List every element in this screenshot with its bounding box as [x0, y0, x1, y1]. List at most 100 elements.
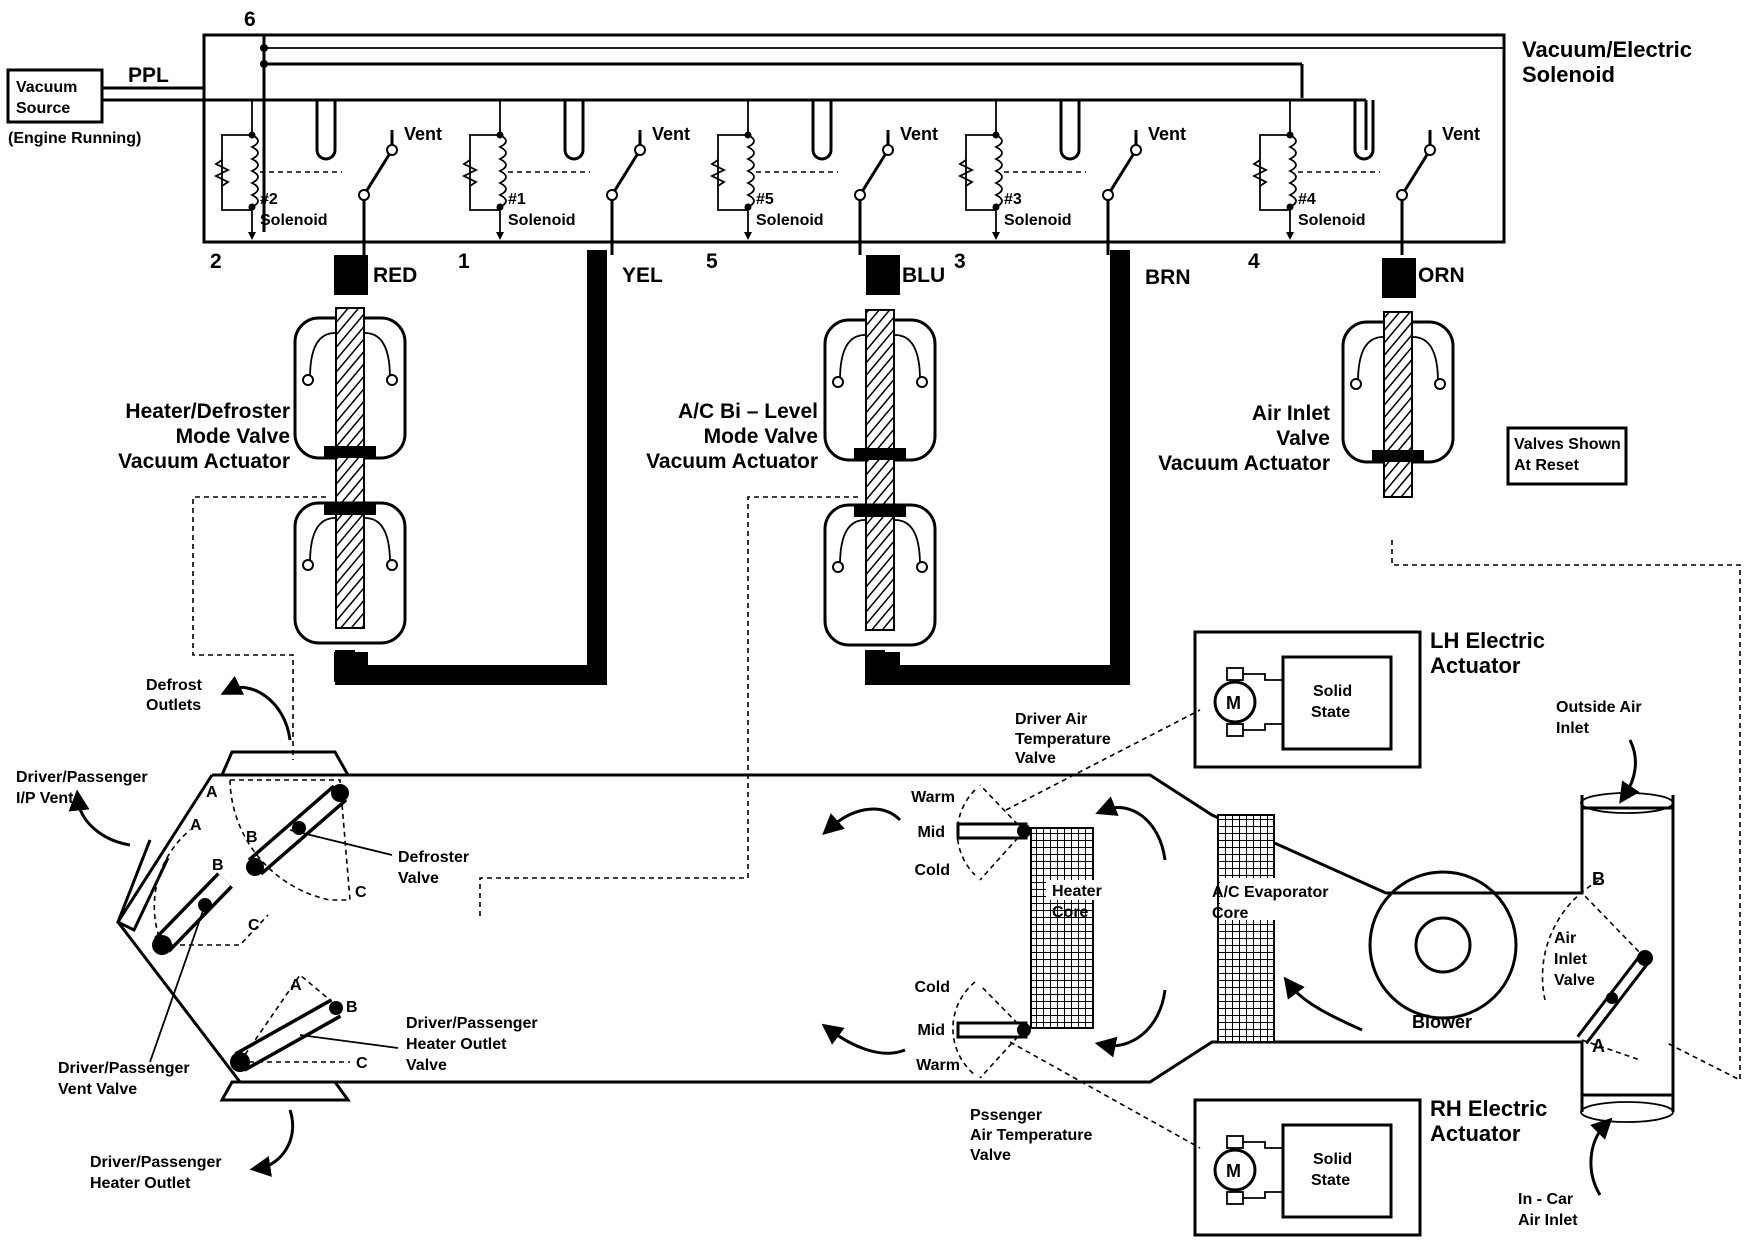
svg-text:Driver/Passenger: Driver/Passenger [58, 1060, 190, 1077]
svg-text:Source: Source [16, 100, 70, 117]
solenoid-id: #5 [756, 191, 774, 208]
actuator-frame [1193, 1098, 1422, 1237]
vacuum-port-icon [811, 100, 833, 161]
solenoid-title-2: Solenoid [1522, 62, 1615, 87]
motor-label: M [1226, 693, 1241, 713]
actuator-frame [1193, 630, 1422, 769]
heater-outlet-valve: A B C Driver/Passenger Heater Outlet Val… [230, 973, 538, 1074]
motor-icon [1213, 680, 1257, 724]
svg-text:Warm: Warm [911, 789, 955, 806]
vacuum-hoses [334, 250, 1416, 685]
driver-temp-valve: Warm Mid Cold Driver Air Temperature Val… [911, 711, 1111, 881]
hose-red: RED [373, 264, 417, 287]
vent-switch-icon [610, 130, 642, 248]
solenoid-box: Vacuum/Electric Solenoid 6 PPL [102, 8, 1692, 244]
actuator-title: RH Electric [1430, 1096, 1547, 1121]
motor-icon [1213, 1148, 1257, 1192]
defroster-valve: A B C Defroster Valve [206, 779, 469, 901]
vent-switch-icon [362, 130, 394, 248]
coil-icon [993, 134, 1003, 208]
reset-note: Valves Shown At Reset [1506, 426, 1628, 486]
solenoid-word: Solenoid [508, 212, 576, 229]
terminal-6: 6 [244, 8, 256, 31]
resistor-icon [709, 159, 727, 187]
svg-text:A/C Bi – Level: A/C Bi – Level [678, 400, 818, 423]
air-inlet-valve: B A Air Inlet Valve [1541, 869, 1653, 1061]
solid-state-box [1281, 1123, 1393, 1219]
svg-text:B: B [346, 999, 358, 1016]
coil-icon [745, 134, 755, 208]
svg-text:Valves Shown: Valves Shown [1514, 436, 1621, 453]
svg-text:Heater: Heater [1052, 883, 1102, 900]
svg-text:Solid: Solid [1313, 1151, 1352, 1168]
hvac-housing [116, 750, 1675, 1123]
svg-text:Actuator: Actuator [1430, 653, 1521, 678]
vent-label: Vent [404, 124, 442, 144]
svg-text:Air Temperature: Air Temperature [970, 1127, 1093, 1144]
svg-text:Core: Core [1212, 905, 1249, 922]
actuator-title: LH Electric [1430, 628, 1545, 653]
svg-text:Outlets: Outlets [146, 697, 201, 714]
svg-text:Heater Outlet: Heater Outlet [406, 1036, 507, 1053]
vacuum-port-icon [1353, 100, 1375, 161]
vent-switch-icon [1106, 130, 1138, 248]
vent-label: Vent [900, 124, 938, 144]
svg-text:Air Inlet: Air Inlet [1518, 1212, 1578, 1229]
svg-text:Solid: Solid [1313, 683, 1352, 700]
solenoid-word: Solenoid [1004, 212, 1072, 229]
svg-text:Inlet: Inlet [1556, 720, 1590, 737]
svg-text:Warm: Warm [916, 1057, 960, 1074]
svg-text:Cold: Cold [914, 979, 950, 996]
passenger-temp-valve: Cold Mid Warm Pssenger Air Temperature V… [914, 979, 1092, 1164]
resistor-icon [957, 159, 975, 187]
svg-text:A: A [206, 784, 218, 801]
terminal-label: 1 [458, 250, 470, 273]
hose-orn: ORN [1418, 264, 1465, 287]
coil-icon [497, 134, 507, 208]
svg-text:B: B [246, 829, 258, 846]
coil-icon [249, 134, 259, 208]
spring-rod [335, 307, 365, 629]
hose-blu: BLU [902, 264, 945, 287]
svg-text:In - Car: In - Car [1518, 1191, 1573, 1208]
svg-text:Vacuum Actuator: Vacuum Actuator [118, 450, 290, 473]
vacuum-port-icon [315, 100, 337, 161]
svg-text:Valve: Valve [398, 870, 439, 887]
heater-defroster-actuator [293, 307, 407, 645]
svg-text:A: A [1592, 1036, 1605, 1056]
svg-text:State: State [1311, 1172, 1350, 1189]
svg-text:C: C [248, 917, 260, 934]
ac-bilevel-actuator [823, 309, 937, 647]
svg-text:Driver/Passenger: Driver/Passenger [406, 1015, 538, 1032]
svg-text:At Reset: At Reset [1514, 457, 1580, 474]
svg-text:A: A [190, 817, 202, 834]
svg-text:Cold: Cold [914, 862, 950, 879]
svg-text:Core: Core [1052, 904, 1089, 921]
spring-rod [865, 309, 895, 631]
terminal-label: 4 [1248, 250, 1260, 273]
solenoid-id: #3 [1004, 191, 1022, 208]
blower: Blower [1368, 870, 1518, 1032]
svg-text:Actuator: Actuator [1430, 1121, 1521, 1146]
vent-valve: A B C Driver/Passenger Vent Valve [58, 817, 269, 1098]
svg-text:Vacuum: Vacuum [16, 79, 77, 96]
solenoid-title-1: Vacuum/Electric [1522, 37, 1692, 62]
svg-text:Defroster: Defroster [398, 849, 469, 866]
svg-text:Pssenger: Pssenger [970, 1107, 1042, 1124]
vent-switch-icon [858, 130, 890, 248]
svg-text:Valve: Valve [1554, 972, 1595, 989]
svg-text:Vacuum Actuator: Vacuum Actuator [646, 450, 818, 473]
vent-label: Vent [652, 124, 690, 144]
svg-text:B: B [212, 857, 224, 874]
solenoid-id: #1 [508, 191, 526, 208]
svg-text:Blower: Blower [1412, 1012, 1472, 1032]
solenoid-group: Vent#2Solenoid2Vent#1Solenoid1Vent#5Sole… [210, 100, 1480, 273]
heater-core [1030, 827, 1094, 1029]
air-inlet-actuator [1341, 311, 1455, 498]
